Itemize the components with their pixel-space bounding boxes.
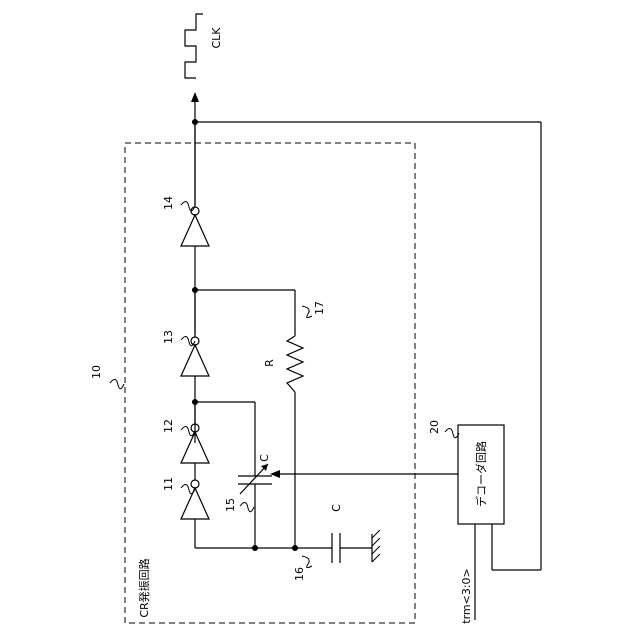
fixed-capacitor	[332, 533, 372, 563]
junction-dot	[292, 545, 298, 551]
control-line	[270, 470, 458, 478]
inverter-13-ref: 13	[162, 330, 175, 344]
var-cap-label: C	[258, 454, 271, 462]
block-10-ref: 10	[90, 365, 103, 379]
inverter-11-ref: 11	[162, 477, 175, 491]
leader-line	[302, 556, 312, 568]
clk-label: CLK	[210, 27, 223, 49]
fixed-cap-label: C	[330, 504, 343, 512]
ground-icon	[372, 530, 380, 562]
inverter-12	[181, 402, 209, 463]
block-20-ref: 20	[428, 420, 441, 434]
inverter-11	[181, 463, 209, 519]
inverter-14	[181, 122, 209, 246]
feedback-wire	[195, 122, 541, 570]
resistor-label: R	[263, 359, 276, 367]
junction-dot	[192, 399, 198, 405]
junction-dot	[192, 287, 198, 293]
capacitor-15-ref: 15	[224, 498, 237, 512]
leader-line	[302, 306, 312, 318]
decoder-name: デコーダ回路	[474, 441, 488, 507]
leader-line	[240, 502, 254, 511]
leader-line	[181, 484, 195, 493]
node-16-ref: 16	[293, 567, 306, 581]
leader-line	[110, 379, 124, 388]
variable-capacitor-15	[238, 460, 272, 498]
inverter-14-ref: 14	[162, 196, 175, 210]
inverter-12-ref: 12	[162, 419, 175, 433]
junction-dot	[252, 545, 258, 551]
resistor-17	[287, 336, 303, 392]
resistor-wires	[195, 290, 295, 548]
block-10-name: CR発振回路	[137, 558, 151, 617]
leader-line	[445, 428, 459, 437]
resistor-17-ref: 17	[313, 301, 326, 315]
trim-input-label: trm<3:0>	[460, 568, 473, 624]
clk-waveform-icon	[185, 14, 203, 78]
leader-line	[181, 201, 195, 210]
output-arrow-icon	[191, 92, 199, 102]
inverter-13	[181, 290, 209, 402]
var-cap-wires	[195, 402, 255, 548]
